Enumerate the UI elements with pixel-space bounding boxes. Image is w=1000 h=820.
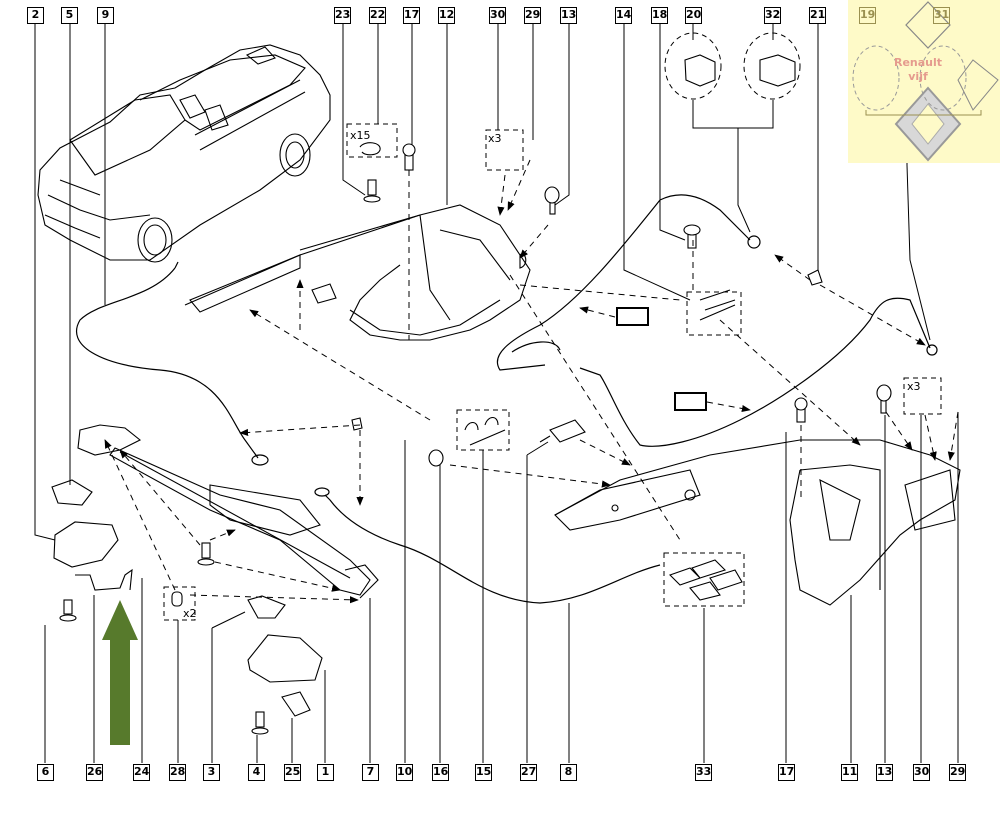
callout-30-top: 30 (489, 7, 506, 24)
clip-10 (351, 417, 363, 431)
cables (314, 194, 938, 604)
callout-26-bottom: 26 (86, 764, 103, 781)
callout-14-top: 14 (615, 7, 632, 24)
qty-30-label: x3 (488, 132, 502, 145)
callout-32-top: 32 (764, 7, 781, 24)
qty-30-right-label: x3 (907, 380, 921, 393)
clip-21 (807, 269, 823, 286)
callout-18-top: 18 (651, 7, 668, 24)
left-arm-assembly (77, 424, 379, 599)
callout-3-bottom: 3 (203, 764, 220, 781)
callout-23-top: 23 (334, 7, 351, 24)
bracket-1 (247, 634, 323, 683)
callout-33-bottom: 33 (695, 764, 712, 781)
part-27 (539, 419, 586, 443)
callout-5-top: 5 (61, 7, 78, 24)
callout-27-bottom: 27 (520, 764, 537, 781)
callout-15-bottom: 15 (475, 764, 492, 781)
part-15 (464, 416, 506, 446)
callout-1-bottom: 1 (317, 764, 334, 781)
mounting-plates (51, 479, 323, 717)
small-parts (351, 54, 823, 601)
green-up-arrow-icon (102, 600, 138, 745)
qty-28-label: x2 (183, 607, 197, 620)
callout-13-top: 13 (560, 7, 577, 24)
watermark-text-line2: vijf (908, 70, 928, 83)
bracket-2 (53, 521, 119, 568)
assembly-arrows (104, 159, 959, 604)
callout-29-bottom: 29 (949, 764, 966, 781)
screws (59, 143, 892, 735)
qty-22-label: x15 (350, 129, 371, 142)
right-assembly-11 (554, 439, 961, 606)
callout-9-top: 9 (97, 7, 114, 24)
callout-4-bottom: 4 (248, 764, 265, 781)
connector-26 (75, 568, 133, 591)
group-boxes (163, 32, 942, 621)
part-18 (699, 289, 736, 321)
callout-2-top: 2 (27, 7, 44, 24)
plate-5 (51, 479, 93, 506)
callout-13-bottom: 13 (876, 764, 893, 781)
car-illustration (37, 44, 331, 263)
central-upper-assembly-12 (184, 204, 531, 341)
callout-30-bottom: 30 (913, 764, 930, 781)
callout-28-bottom: 28 (169, 764, 186, 781)
callout-16-bottom: 16 (432, 764, 449, 781)
callout-24-bottom: 24 (133, 764, 150, 781)
plate-3 (247, 595, 286, 619)
callout-29-top: 29 (524, 7, 541, 24)
callout-31-top: 31 (933, 7, 950, 24)
callout-6-bottom: 6 (37, 764, 54, 781)
callout-19-top: 19 (859, 7, 876, 24)
callout-12-top: 12 (438, 7, 455, 24)
callout-20-top: 20 (685, 7, 702, 24)
watermark-area: Renault vijf (848, 0, 1000, 163)
callout-17-bottom: 17 (778, 764, 795, 781)
gasket-symbols (616, 307, 707, 411)
pads-33 (668, 559, 743, 601)
bushing-20 (684, 54, 716, 87)
callout-10-bottom: 10 (396, 764, 413, 781)
callout-25-bottom: 25 (284, 764, 301, 781)
clip-22 (359, 142, 381, 156)
ring-16 (428, 449, 444, 467)
bushing-32 (759, 54, 796, 87)
callout-22-top: 22 (369, 7, 386, 24)
callout-7-bottom: 7 (362, 764, 379, 781)
callout-21-top: 21 (809, 7, 826, 24)
watermark-text-line1: Renault (893, 56, 943, 69)
leader-lines (34, 22, 959, 763)
callout-8-bottom: 8 (560, 764, 577, 781)
cable-9 (75, 261, 269, 466)
callout-17-top: 17 (403, 7, 420, 24)
callout-11-bottom: 11 (841, 764, 858, 781)
connector-25 (281, 691, 311, 717)
renault-logo-icon (852, 1, 999, 162)
